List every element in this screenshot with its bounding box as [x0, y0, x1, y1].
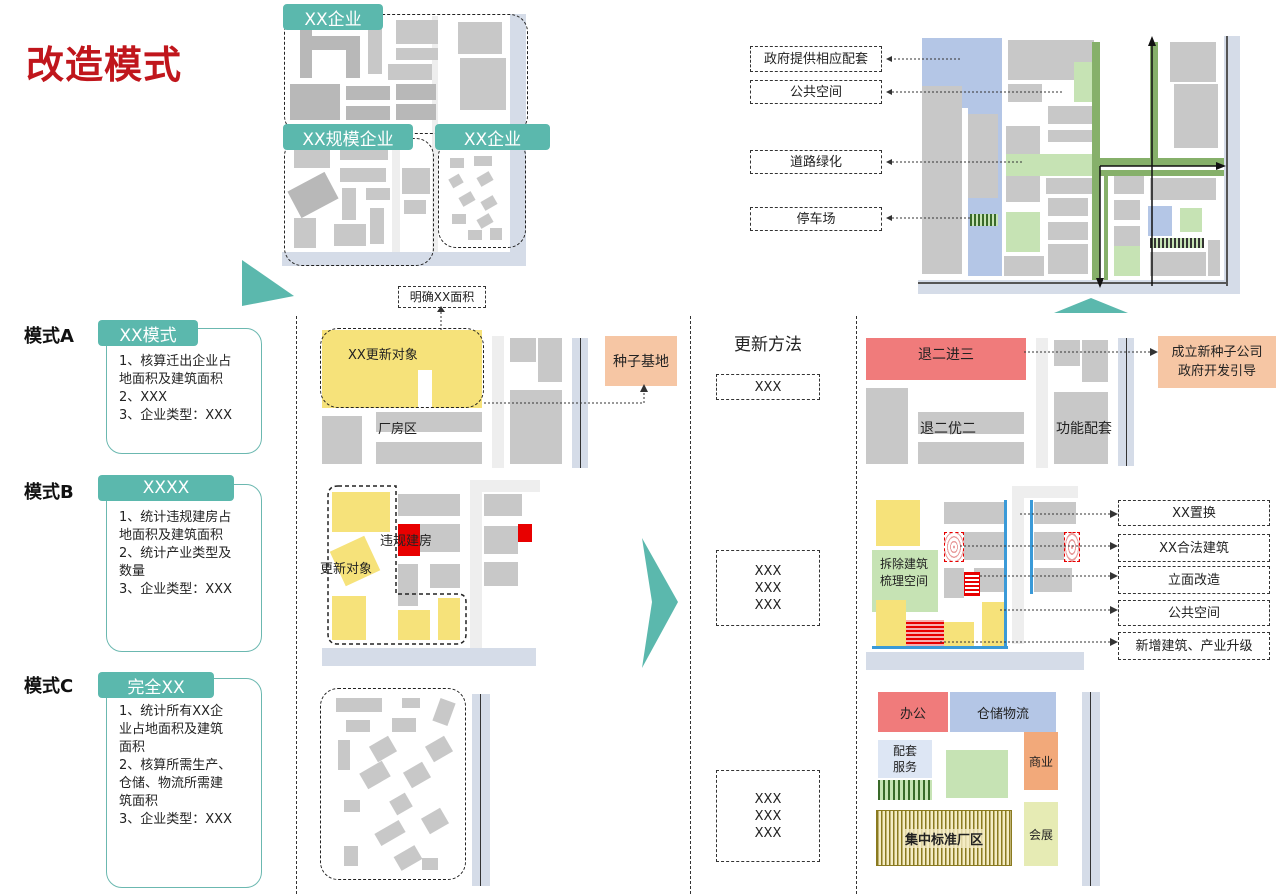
- exhibition-label: 会展: [1028, 827, 1053, 842]
- mode-c-card: 1、统计所有XX企 业占地面积及建筑 面积 2、核算所需生产、 仓储、物流所需建…: [106, 678, 262, 888]
- new-company-label: 成立新种子公司 政府开发引导: [1171, 345, 1263, 379]
- triangle-up-icon: [1054, 298, 1128, 313]
- public-space-b-label: 公共空间: [1118, 600, 1270, 626]
- road-green-label: 道路绿化: [750, 150, 882, 174]
- arrow-connector-a: [484, 384, 648, 404]
- method-text-b: XXX XXX XXX: [754, 563, 782, 613]
- office-label: 办公: [899, 706, 926, 722]
- plan-c: [318, 686, 528, 886]
- mode-a-card: 1、核算迁出企业占 地面积及建筑面积 2、XXX 3、企业类型：XXX: [106, 328, 262, 454]
- renew-target-b: 更新对象: [320, 562, 373, 577]
- replace-label: XX置换: [1118, 500, 1270, 526]
- clarify-area-label: 明确XX面积: [398, 286, 486, 308]
- mode-b-desc: 1、统计违规建房占 地面积及建筑面积 2、统计产业类型及 数量 3、企业类型：X…: [119, 510, 232, 597]
- plan-a: [318, 328, 598, 470]
- retreat-advance-label: 退二进三: [918, 347, 974, 363]
- method-box-a: XXX: [716, 374, 820, 400]
- label-enterprise-1: XX企业: [283, 4, 383, 30]
- right-top-plan: [918, 36, 1242, 298]
- result-c: 办公 仓储物流 配套 服务 商业 会展 集中标准厂区: [874, 690, 1106, 890]
- demolish-label: 拆除建筑 梳理空间: [880, 557, 929, 588]
- divider-1: [296, 316, 297, 894]
- new-building-label: 新增建筑、产业升级: [1118, 632, 1270, 660]
- method-heading: 更新方法: [734, 335, 802, 355]
- mode-a-tag: XX模式: [98, 320, 198, 346]
- mode-c-desc: 1、统计所有XX企 业占地面积及建筑 面积 2、核算所需生产、 仓储、物流所需建…: [119, 704, 232, 827]
- seed-base: 种子基地: [605, 336, 677, 386]
- commerce-label: 商业: [1028, 754, 1053, 769]
- divider-3: [856, 316, 857, 894]
- top-aerial: [282, 8, 530, 268]
- plan-b: [318, 480, 548, 670]
- right-top-pointers: [886, 56, 1062, 221]
- new-company-box: 成立新种子公司 政府开发引导: [1158, 336, 1276, 388]
- factory-label: 厂房区: [378, 422, 418, 437]
- method-text-c: XXX XXX XXX: [754, 791, 782, 841]
- facade-label: 立面改造: [1118, 566, 1270, 594]
- method-box-c: XXX XXX XXX: [716, 770, 820, 862]
- standard-factory-label: 集中标准厂区: [904, 828, 983, 848]
- method-text-a: XXX: [754, 379, 782, 395]
- mode-c-tag: 完全XX: [98, 672, 214, 698]
- parking-label: 停车场: [750, 207, 882, 231]
- triangle-pointer-icon: [242, 260, 294, 306]
- seed-base-label: 种子基地: [613, 354, 669, 370]
- big-arrow-right-icon: [642, 538, 678, 668]
- function-label: 功能配套: [1056, 421, 1112, 437]
- page-title: 改造模式: [26, 43, 183, 87]
- result-a: [864, 336, 1144, 470]
- mode-b-tag: XXXX: [98, 475, 234, 501]
- mode-c-name: 模式C: [24, 676, 74, 697]
- method-box-b: XXX XXX XXX: [716, 550, 820, 626]
- mode-a-desc: 1、核算迁出企业占 地面积及建筑面积 2、XXX 3、企业类型：XXX: [119, 354, 232, 423]
- result-b: [864, 484, 1084, 676]
- legal-building-label: XX合法建筑: [1118, 534, 1270, 562]
- divider-2: [690, 316, 691, 894]
- label-scale-enterprise: XX规模企业: [283, 124, 413, 150]
- retreat-optimize-label: 退二优二: [920, 421, 976, 437]
- mode-b-name: 模式B: [24, 482, 74, 503]
- result-b-pointers: [940, 510, 1118, 646]
- arrow-up-icon: [437, 306, 445, 330]
- illegal-label: 违规建房: [380, 534, 433, 549]
- storage-label: 仓储物流: [976, 706, 1029, 722]
- mode-b-card: 1、统计违规建房占 地面积及建筑面积 2、统计产业类型及 数量 3、企业类型：X…: [106, 484, 262, 652]
- mode-a-name: 模式A: [24, 326, 74, 347]
- public-space-label: 公共空间: [750, 80, 882, 104]
- renew-target-a: XX更新对象: [348, 348, 418, 363]
- arrow-connector-ra: [1024, 348, 1158, 356]
- support-label: 配套 服务: [892, 744, 917, 774]
- gov-support-label: 政府提供相应配套: [750, 46, 882, 72]
- label-enterprise-2: XX企业: [435, 124, 550, 150]
